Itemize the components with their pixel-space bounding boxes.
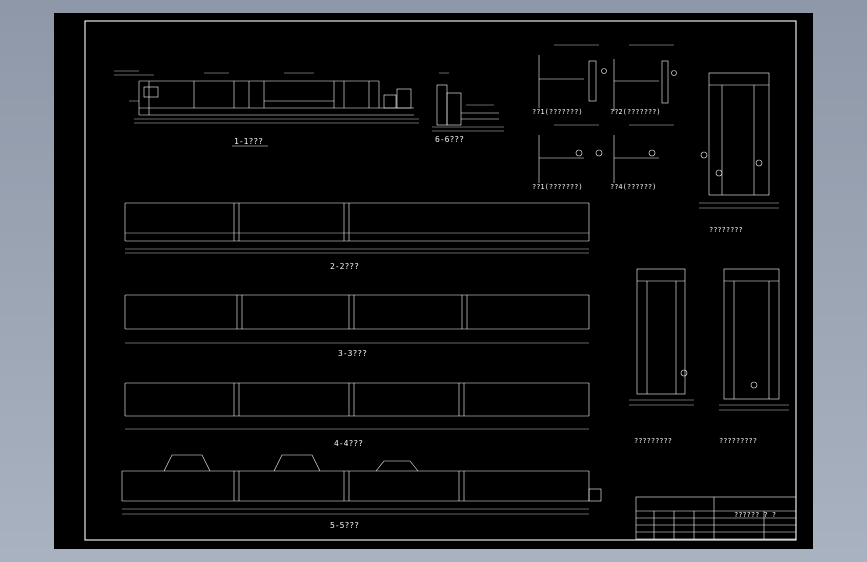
vertical-section-3-label: ????????? — [719, 437, 757, 445]
section-1-1-label: 1-1??? — [234, 137, 263, 146]
vertical-section-1 — [699, 72, 779, 209]
section-3-3-label: 3-3??? — [338, 349, 367, 358]
detail-3-label: ??1(???????) — [532, 183, 583, 191]
section-6-6-drawing — [432, 72, 504, 132]
section-4-4-label: 4-4??? — [334, 439, 363, 448]
section-1-1-drawing — [114, 70, 419, 124]
section-2-2-drawing — [124, 202, 590, 254]
title-block — [635, 496, 797, 540]
section-2-2-label: 2-2??? — [330, 262, 359, 271]
drawing-sheet: 1-1??? 6-6??? ??1(???????) ??2(????? — [54, 13, 813, 549]
inner-frame — [84, 20, 797, 541]
section-5-5-label: 5-5??? — [330, 521, 359, 530]
section-4-4-drawing — [124, 382, 590, 430]
vertical-section-2 — [629, 268, 694, 406]
cad-drawing: 1-1??? 6-6??? ??1(???????) ??2(????? — [84, 20, 797, 541]
section-3-3-drawing — [124, 294, 590, 344]
vertical-section-3 — [719, 268, 789, 411]
detail-1-label: ??1(???????) — [532, 108, 583, 116]
detail-2-label: ??2(???????) — [610, 108, 661, 116]
vertical-section-2-label: ????????? — [634, 437, 672, 445]
section-5-5-drawing — [121, 454, 602, 515]
detail-4-label: ??4(??????) — [610, 183, 656, 191]
vertical-section-1-label: ???????? — [709, 226, 743, 234]
title-block-text: ?????? ? ? — [734, 511, 776, 519]
detail-drawings — [538, 44, 677, 183]
section-6-6-label: 6-6??? — [435, 135, 464, 144]
